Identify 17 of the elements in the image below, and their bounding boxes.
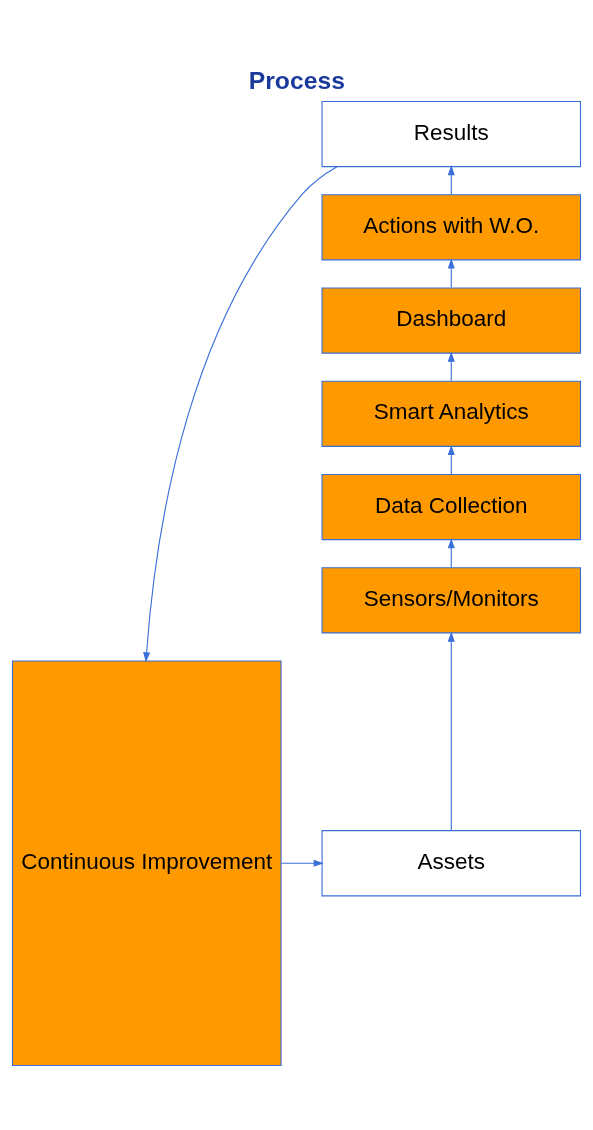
- diagram-title: Process: [248, 66, 345, 94]
- node-box: Data Collection: [321, 473, 582, 540]
- node-box: Assets: [321, 829, 582, 896]
- node-box: Continuous Improvement: [11, 659, 282, 1066]
- node-box: Sensors/Monitors: [321, 566, 582, 633]
- arrow: [447, 257, 455, 288]
- node-box: Dashboard: [321, 286, 582, 354]
- arrow: [447, 537, 455, 568]
- arrow: [447, 444, 455, 475]
- node-box: Smart Analytics: [321, 380, 582, 447]
- arrow: [447, 631, 455, 831]
- arrow: [280, 859, 324, 867]
- node-box: Actions with W.O.: [321, 193, 582, 260]
- arrow: [143, 165, 338, 662]
- arrow: [447, 351, 455, 381]
- node-box: Results: [321, 100, 582, 167]
- arrow: [447, 164, 455, 195]
